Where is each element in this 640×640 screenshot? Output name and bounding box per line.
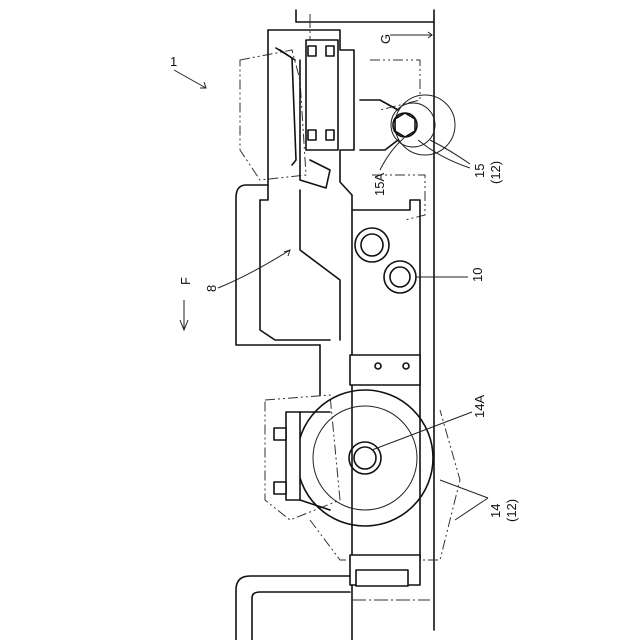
label-assembly: 1 [170,54,177,69]
label-15: 15 [472,164,487,178]
lower-plate [350,355,420,385]
bolted-plate [276,40,338,188]
label-15-paren: (12) [488,161,503,184]
bottom-bracket [236,555,430,640]
label-8: 8 [204,285,219,292]
label-direction: F [178,277,193,285]
label-14A: 14A [472,395,487,418]
label-10: 10 [470,268,485,282]
label-15A: 15A [372,173,387,196]
label-14-paren: (12) [504,499,519,522]
boss-10 [384,261,416,293]
ground-surface [420,10,434,630]
label-ground: G [378,34,393,44]
label-14: 14 [488,504,503,518]
boss-upper [355,228,389,262]
main-wheel-14 [265,390,460,560]
